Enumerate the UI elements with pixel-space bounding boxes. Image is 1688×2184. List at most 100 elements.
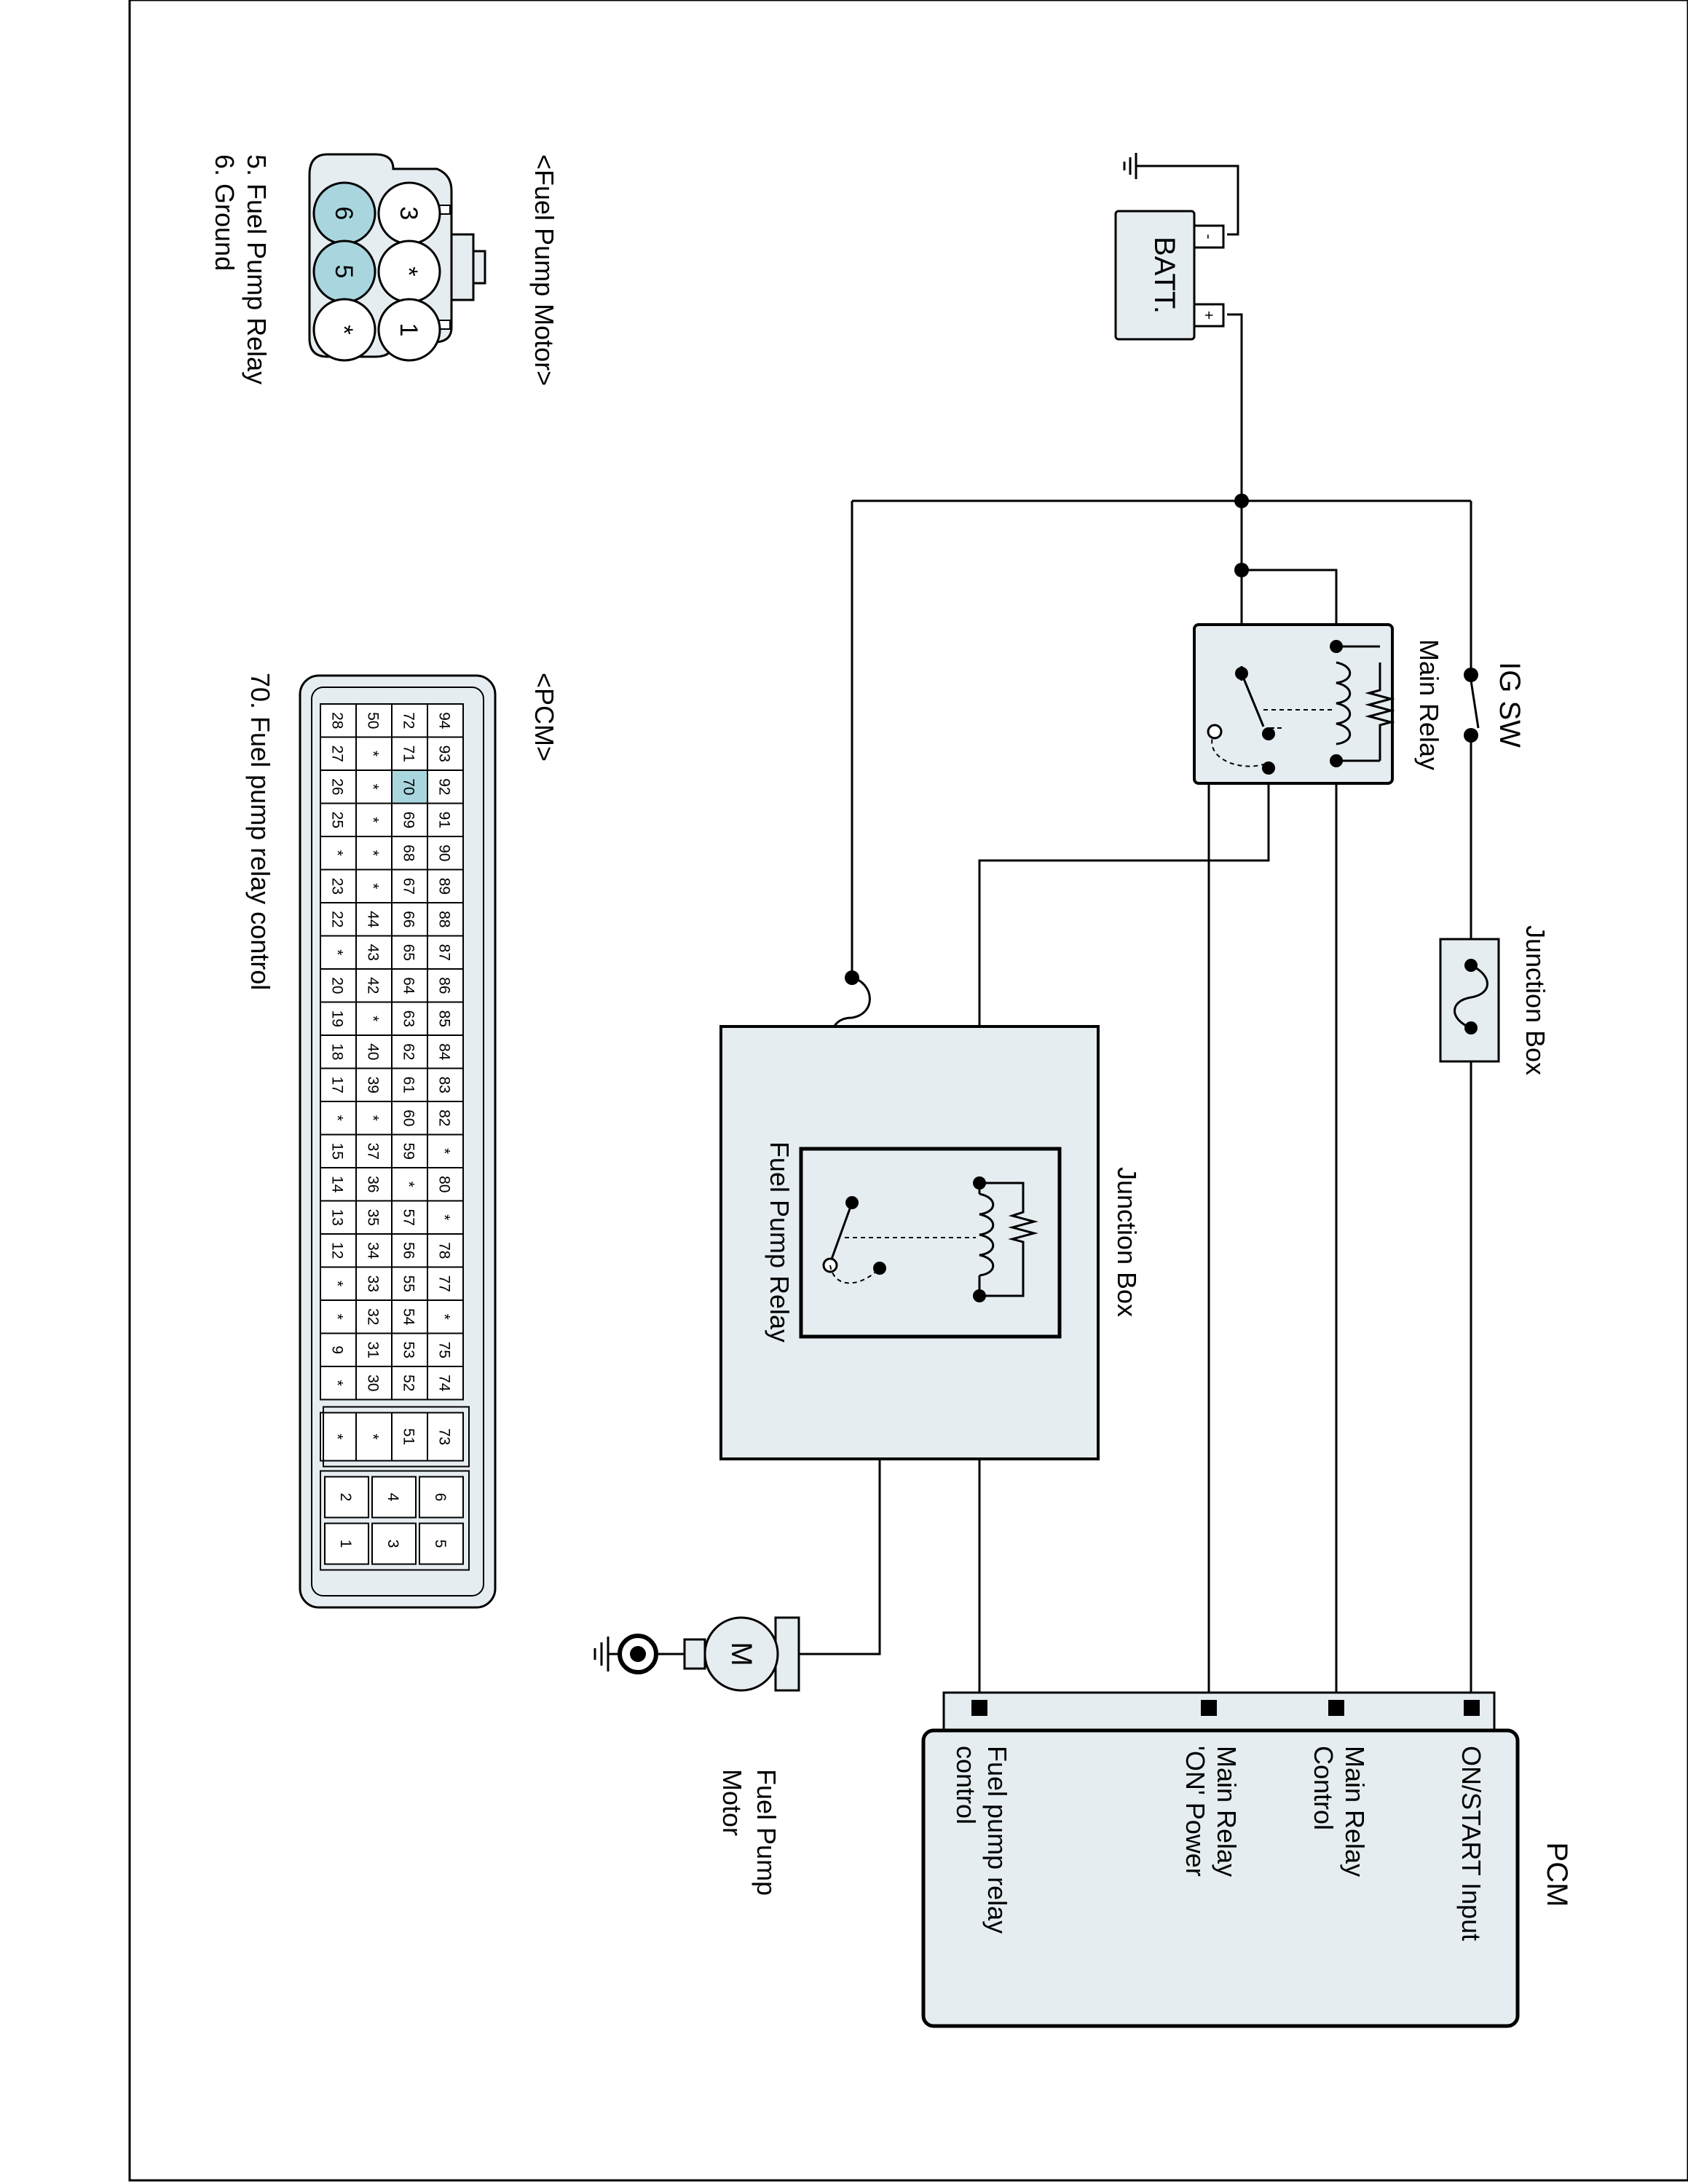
pcm-pin-cell xyxy=(320,968,357,1003)
pcm-pin-cell xyxy=(355,869,393,903)
pcm-pin-label: 40 xyxy=(365,1043,382,1060)
pcm-pin-label: 5 xyxy=(432,1540,449,1548)
pcm-pin-label: 90 xyxy=(436,844,453,861)
pcm-pin-cell xyxy=(427,836,464,871)
pcm-pin-cell xyxy=(391,703,428,738)
pcm-pin-label: * xyxy=(365,1115,382,1121)
pcm-pin-label: 82 xyxy=(436,1109,453,1126)
pcm-pin-fuel-pump-ctrl-2: control xyxy=(951,1746,981,1824)
pcm-pin-label: * xyxy=(329,1433,346,1439)
pcm-pin-label: 60 xyxy=(401,1109,417,1126)
junction-box-main-label: Junction Box xyxy=(1112,1167,1142,1317)
pcm-pin-cell xyxy=(391,1412,428,1462)
pcm-pin-label: 54 xyxy=(401,1308,417,1326)
pcm-pin-cell xyxy=(391,1101,428,1136)
junction-box-main: Junction Box Fuel Pump Relay xyxy=(719,1025,1142,1460)
pcm-pin-label: * xyxy=(329,1314,346,1320)
pcm-pin-cell xyxy=(324,1522,369,1565)
pcm-pin-fuel-pump-ctrl-1: Fuel pump relay xyxy=(982,1746,1012,1934)
pcm-pin-label: * xyxy=(329,850,346,856)
pcm-pin-label: 35 xyxy=(365,1209,382,1226)
pcm-pin-cell xyxy=(320,1266,357,1301)
main-relay: Main Relay xyxy=(1193,623,1444,785)
pcm-pin-label: 94 xyxy=(436,712,453,729)
fp-legend-line: 5. Fuel Pump Relay xyxy=(242,154,272,384)
pcm-pin-label: 53 xyxy=(401,1342,417,1358)
pcm-pin-label: 56 xyxy=(401,1242,417,1259)
wires xyxy=(799,165,1472,1700)
ig-sw-label: IG SW xyxy=(1494,662,1526,748)
pcm-pin-label: 13 xyxy=(329,1209,346,1226)
page-frame xyxy=(128,0,1688,2182)
pcm-pin-label: 91 xyxy=(436,812,453,828)
pcm-pin-label: * xyxy=(365,1016,382,1021)
fp-cavity: 5 xyxy=(330,265,358,279)
pcm-pin-label: 2 xyxy=(337,1493,354,1502)
pcm-pin-cell xyxy=(427,1167,464,1202)
pcm-pin-label: 30 xyxy=(365,1374,382,1391)
pcm-small-pin-frame xyxy=(320,1470,470,1571)
pcm-pin-cell xyxy=(391,836,428,871)
pcm-pin-label: 57 xyxy=(401,1209,417,1226)
junction-box-fuse: Junction Box xyxy=(1439,925,1550,1075)
pcm-pin-label: * xyxy=(365,817,382,823)
pcm-pin-label: 88 xyxy=(436,911,453,927)
pcm-pin-label: 73 xyxy=(436,1428,453,1445)
pcm-pin-cell xyxy=(320,1167,357,1202)
pcm-pin-label: 25 xyxy=(329,812,346,828)
pcm-label: PCM xyxy=(1541,1843,1573,1907)
pcm-pin-cell xyxy=(371,1522,417,1565)
pcm-pin-label: * xyxy=(365,883,382,889)
pcm-pin-label: 70 xyxy=(401,778,417,795)
pcm-pin-label: 67 xyxy=(401,878,417,895)
pcm-pin-label: 71 xyxy=(401,745,417,762)
pcm-pin-cell xyxy=(324,1476,369,1519)
pcm-pin-label: 72 xyxy=(401,712,417,729)
motor-ground-icon xyxy=(593,1634,685,1674)
pcm-pin-label: * xyxy=(365,850,382,856)
motor-symbol: M xyxy=(725,1642,757,1666)
pcm-pin-label: 27 xyxy=(329,745,346,762)
pcm-pin-label: 36 xyxy=(365,1176,382,1192)
pcm-pin-cell xyxy=(355,1412,393,1462)
pcm-pin-label: 39 xyxy=(365,1077,382,1093)
main-relay-label: Main Relay xyxy=(1414,639,1444,770)
pcm-pin-label: 61 xyxy=(401,1077,417,1093)
pcm-module: PCM ON/START Input Main Relay Control Ma… xyxy=(921,1691,1573,2028)
pcm-pin-label: 83 xyxy=(436,1077,453,1093)
pcm-legend: 70. Fuel pump relay control xyxy=(245,673,275,990)
pcm-pin-label: 93 xyxy=(436,745,453,762)
pcm-connector: <PCM> 94939291908988878685848382*80*7877… xyxy=(245,673,559,1609)
pcm-pin-cell xyxy=(427,1412,464,1462)
fp-cavity: 3 xyxy=(395,207,422,221)
pcm-pin-label: 74 xyxy=(436,1374,453,1392)
pcm-pin-label: 85 xyxy=(436,1010,453,1027)
pcm-pin-cell xyxy=(391,802,428,837)
fuel-pump-motor-label-1: Fuel Pump xyxy=(752,1769,781,1896)
pcm-pin-label: 15 xyxy=(329,1143,346,1160)
pcm-pin-cell xyxy=(355,1133,393,1168)
pcm-pin-main-relay-on-2: 'ON' Power xyxy=(1180,1746,1210,1877)
pcm-pin-label: 23 xyxy=(329,878,346,895)
pcm-pin-cell xyxy=(320,935,357,970)
pcm-pin-cell xyxy=(419,1476,464,1519)
fuel-pump-connector-title: <Fuel Pump Motor> xyxy=(529,154,559,386)
pcm-pin-cell xyxy=(391,1001,428,1036)
pcm-pin-label: * xyxy=(365,751,382,756)
fp-cavity: * xyxy=(330,325,358,334)
pcm-pin-cell xyxy=(320,703,357,738)
pcm-pin-label: 22 xyxy=(329,911,346,927)
pcm-pin-main-relay-control-1: Main Relay xyxy=(1340,1746,1370,1877)
pcm-pin-label: 9 xyxy=(329,1345,346,1354)
fp-cavity: 1 xyxy=(395,323,422,337)
pcm-pin-label: 69 xyxy=(401,812,417,828)
pcm-pin-label: 28 xyxy=(329,712,346,729)
pcm-pin-label: 87 xyxy=(436,944,453,961)
pcm-pin-cell xyxy=(355,703,393,738)
pcm-pin-cell xyxy=(427,1332,464,1367)
pcm-pin-on-start: ON/START Input xyxy=(1456,1746,1486,1941)
pcm-pin-grid: 94939291908988878685848382*80*7877*75747… xyxy=(320,703,470,1571)
pcm-pin-cell xyxy=(320,769,357,804)
pcm-pin-label: 4 xyxy=(384,1493,401,1502)
